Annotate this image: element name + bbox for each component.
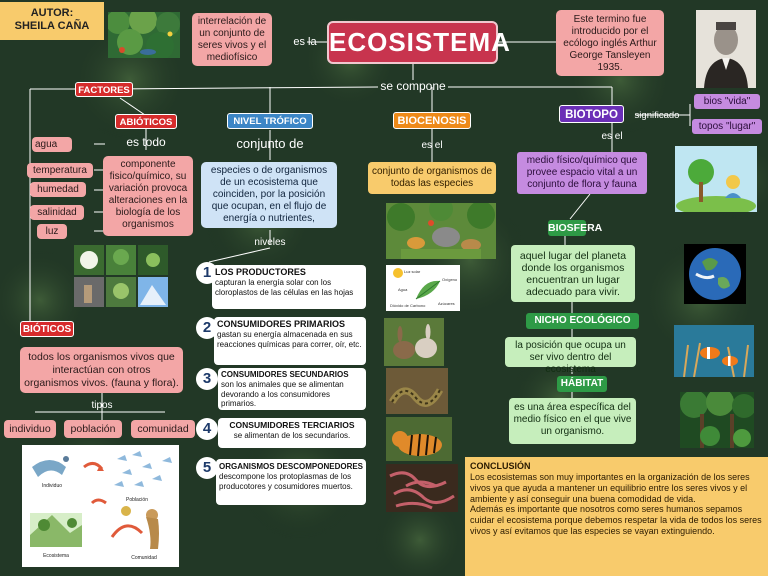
abiotico-item-salinidad: salinidad [30, 205, 84, 220]
biocenosis-label: BIOCENOSIS [393, 112, 471, 129]
nicho-label: NICHO ECOLÓGICO [526, 313, 639, 329]
level-2-number: 2 [196, 317, 218, 339]
ecosystem-definition: interrelación de un conjunto de seres vi… [192, 13, 272, 66]
level-5-text: descompone los protoplasmas de los produ… [219, 472, 353, 491]
connector-significado: significado [634, 110, 680, 121]
photosynthesis-label-dioxido: Dióxido de Carbono [390, 303, 426, 308]
jungle-photo [108, 12, 180, 58]
biotopo-definition: medio físico/químico que provee espacio … [517, 152, 647, 194]
biotic-image-label-poblacion: Población [126, 497, 148, 503]
habitat-definition: es una área específica del medio físico … [509, 398, 636, 444]
worms-photo [386, 464, 458, 512]
tansley-portrait [696, 10, 756, 88]
level-1-card: LOS PRODUCTORES capturan la energía sola… [212, 265, 366, 309]
level-5-title: ORGANISMOS DESCOMPONEDORES [219, 462, 364, 471]
biotopo-label: BIOTOPO [559, 105, 624, 123]
level-3-card: CONSUMIDORES SECUNDARIOS son los animale… [218, 368, 366, 410]
level-5-number: 5 [196, 457, 218, 479]
photosynthesis-label-azucares: Azúcares [438, 301, 455, 306]
connector-niveles: niveles [254, 237, 286, 248]
biotopo-meaning-topos: topos "lugar" [692, 119, 762, 134]
level-4-text: se alimentan de los secundarios. [233, 431, 351, 440]
level-4-number: 4 [196, 418, 218, 440]
conclusion-paragraph-2: Además es importante que nosotros como s… [470, 504, 762, 536]
biosfera-definition: aquel lugar del planeta donde los organi… [511, 245, 635, 302]
biotic-type-comunidad: comunidad [131, 420, 195, 438]
nivel-trofico-label: NIVEL TRÓFICO [227, 113, 313, 129]
level-3-number: 3 [196, 368, 218, 390]
clownfish-photo [674, 325, 754, 377]
history-note: Este termino fue introducido por el ecól… [556, 10, 664, 76]
rabbits-photo [384, 318, 444, 366]
level-1-text: capturan la energía solar con los clorop… [215, 278, 354, 297]
level-2-card: CONSUMIDORES PRIMARIOS gastan su energía… [214, 317, 366, 365]
level-4-title: CONSUMIDORES TERCIARIOS [229, 420, 355, 430]
author-label: AUTOR: SHEILA CAÑA [0, 2, 104, 40]
connector-es-todo: es todo [126, 135, 166, 149]
level-2-text: gastan su energía almacenada en sus reac… [217, 330, 362, 349]
nivel-trofico-definition: especies o de organismos de un ecosistem… [201, 162, 337, 228]
level-3-text: son los animales que se alimentan devora… [221, 380, 344, 408]
connector-conjunto-de: conjunto de [236, 136, 304, 151]
factores-label: FACTORES [75, 82, 133, 97]
abiotico-item-luz: luz [37, 224, 67, 239]
page-title: ECOSISTEMA [327, 21, 510, 64]
biotic-levels-illustration: Individuo Población Ecosistema Comunidad [22, 445, 179, 567]
connector-es-la: es la [293, 36, 317, 48]
biocenosis-definition: conjunto de organismos de todas las espe… [368, 162, 496, 194]
level-1-title: LOS PRODUCTORES [215, 267, 306, 277]
biotopo-meaning-bios: bios "vida" [694, 94, 760, 109]
bioticos-definition: todos los organismos vivos que interactú… [20, 347, 183, 393]
connector-biotopo-es-el: es el [601, 131, 623, 142]
abioticos-definition: componente fisico/químico, su variación … [103, 156, 193, 236]
snake-photo [386, 368, 448, 414]
photosynthesis-label-oxigeno: Oxígeno [442, 277, 458, 282]
level-2-title: CONSUMIDORES PRIMARIOS [217, 319, 346, 329]
bioticos-label: BIÓTICOS [20, 321, 74, 337]
photosynthesis-label-agua: Agua [398, 287, 408, 292]
connector-tipos: tipos [91, 400, 113, 411]
abiotico-item-temperatura: temperatura [27, 163, 93, 178]
biotic-image-label-comunidad: Comunidad [131, 555, 157, 561]
photosynthesis-diagram: Luz solar Oxígeno Agua Dióxido de Carbon… [386, 265, 460, 311]
biotic-type-individuo: individuo [4, 420, 56, 438]
abiotico-item-agua: agua [32, 137, 72, 152]
biotic-image-label-ecosistema: Ecosistema [43, 553, 69, 559]
conclusion-paragraph-1: Los ecosistemas son muy importantes en l… [470, 472, 750, 504]
tiger-photo [386, 417, 452, 461]
biotic-image-label-individuo: Individuo [41, 483, 62, 489]
abiotic-photos-collage [74, 245, 168, 307]
habitat-forest-photo [680, 392, 754, 448]
photosynthesis-label-luz-solar: Luz solar [404, 269, 421, 274]
habitat-label: HÁBITAT [557, 376, 607, 392]
biocenosis-animals-photo [386, 203, 496, 259]
nicho-definition: la posición que ocupa un ser vivo dentro… [505, 337, 636, 375]
conclusion-box: CONCLUSIÓN Los ecosistemas son muy impor… [465, 457, 768, 576]
connector-se-compone: se compone [380, 79, 446, 93]
level-5-card: ORGANISMOS DESCOMPONEDORES descompone lo… [216, 459, 366, 505]
abioticos-label: ABIÓTICOS [115, 114, 177, 129]
biotopo-illustration [675, 146, 757, 212]
connector-biocenosis-es-el: es el [421, 140, 443, 151]
abiotico-item-humedad: humedad [30, 182, 86, 197]
level-3-title: CONSUMIDORES SECUNDARIOS [221, 370, 349, 379]
conclusion-title: CONCLUSIÓN [470, 461, 531, 471]
biotic-type-poblacion: población [64, 420, 122, 438]
earth-photo [684, 244, 746, 304]
level-4-card: CONSUMIDORES TERCIARIOS se alimentan de … [218, 418, 366, 448]
biosfera-label: BIOSFERA [548, 220, 603, 236]
